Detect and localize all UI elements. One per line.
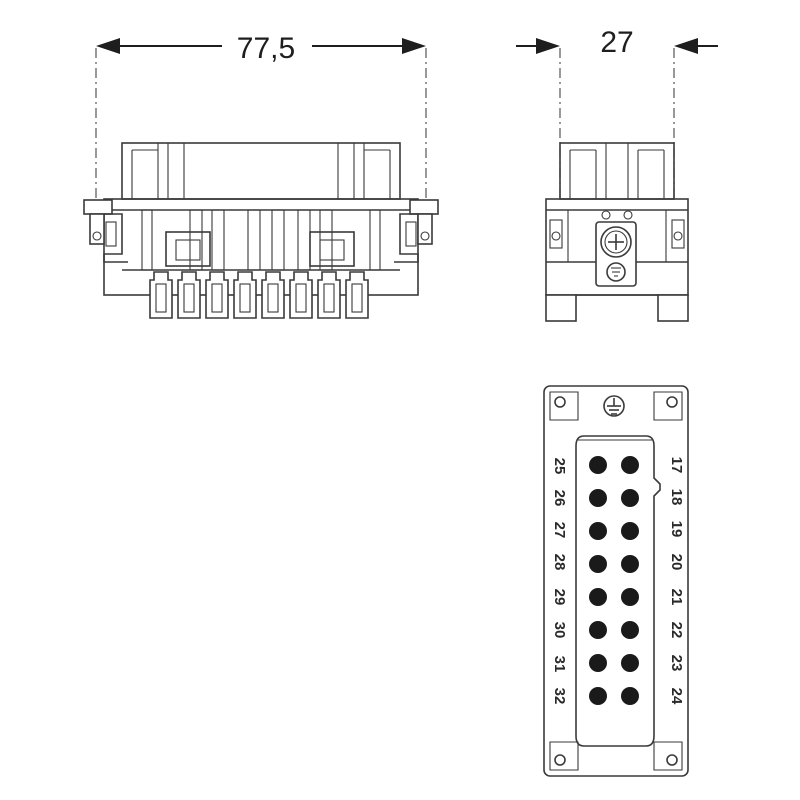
pin-numbers-right: 17 18 19 20 21 22 23 24: [668, 457, 685, 705]
contact-dot: [589, 489, 607, 507]
terminal: [205, 271, 229, 319]
contact-dot: [621, 654, 639, 672]
pin-numbers-left: 25 26 27 28 29 30 31 32: [551, 458, 568, 705]
side-top-housing: [559, 142, 675, 200]
contact-dot: [589, 621, 607, 639]
terminal: [317, 271, 341, 319]
pin-number: 20: [668, 554, 685, 571]
depth-arrow-right: [674, 38, 698, 54]
protective-earth-icon: [603, 395, 625, 417]
contact-dot: [589, 456, 607, 474]
contact-dot: [621, 489, 639, 507]
mounting-hole-bottom-left: [549, 741, 579, 771]
front-main-body: [103, 198, 419, 296]
front-flange-left: [83, 199, 128, 263]
pin-number: 31: [551, 656, 568, 673]
width-arrow-left: [96, 38, 120, 54]
pin-number: 30: [551, 622, 568, 639]
pin-number: 18: [668, 489, 685, 506]
contact-dot: [589, 555, 607, 573]
contact-dot: [589, 687, 607, 705]
terminal: [177, 271, 201, 319]
side-foot-right: [657, 294, 689, 322]
pin-number: 23: [668, 655, 685, 672]
mounting-hole-bottom-right: [653, 741, 683, 771]
front-latch-right: [309, 231, 355, 267]
front-latch-left: [165, 231, 211, 267]
contact-dot: [621, 588, 639, 606]
width-arrow-right: [402, 38, 426, 54]
terminal: [289, 271, 313, 319]
contact-dot: [621, 456, 639, 474]
pin-number: 32: [551, 688, 568, 705]
depth-dimension-label: 27: [600, 26, 633, 59]
contact-dot: [621, 687, 639, 705]
mounting-hole-top-right: [653, 391, 683, 421]
contact-insert-outline: [575, 435, 661, 747]
terminal: [261, 271, 285, 319]
pin-number: 27: [551, 522, 568, 539]
pin-number: 28: [551, 554, 568, 571]
contact-dot: [621, 522, 639, 540]
pin-number: 22: [668, 622, 685, 639]
contact-dot: [589, 588, 607, 606]
width-dimension: 77,5: [95, 32, 427, 205]
terminal: [233, 271, 257, 319]
pin-number: 17: [668, 457, 685, 474]
width-dimension-label: 77,5: [237, 32, 295, 65]
pin-number: 29: [551, 589, 568, 606]
face-view: 25 26 27 28 29 30 31 32 17 18 19 20 21 2…: [543, 385, 689, 777]
pin-number: 26: [551, 490, 568, 507]
terminal: [149, 271, 173, 319]
pin-number: 24: [668, 688, 685, 705]
front-view: [83, 142, 439, 319]
side-view: [545, 142, 689, 322]
terminal: [345, 271, 369, 319]
contact-grid: [589, 456, 639, 705]
contact-dot: [621, 621, 639, 639]
contact-dot: [621, 555, 639, 573]
depth-dimension: 27: [516, 26, 718, 200]
contact-dot: [589, 522, 607, 540]
ground-screw: [595, 221, 637, 287]
pin-number: 25: [551, 458, 568, 475]
front-terminals: [149, 271, 369, 319]
contact-dot: [589, 654, 607, 672]
side-foot-left: [545, 294, 577, 322]
front-top-housing: [121, 142, 401, 200]
mounting-hole-top-left: [549, 391, 579, 421]
front-flange-right: [394, 199, 439, 263]
depth-arrow-left: [536, 38, 560, 54]
pin-number: 19: [668, 521, 685, 538]
face-outer-frame: [543, 385, 689, 777]
pin-number: 21: [668, 589, 685, 606]
